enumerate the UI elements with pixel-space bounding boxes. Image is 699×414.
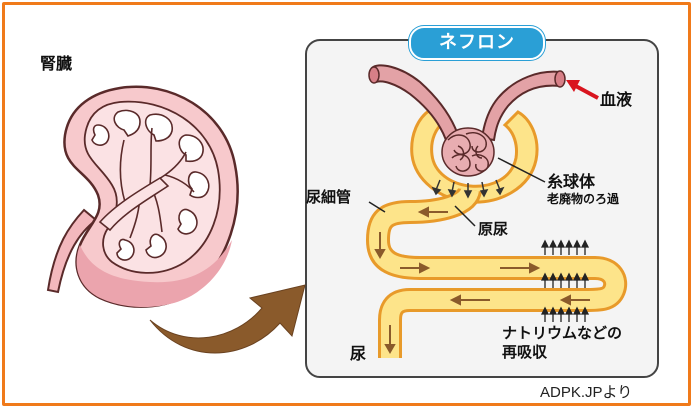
label-tubule: 尿細管	[306, 186, 351, 207]
vessel-end-left	[369, 67, 379, 83]
label-blood: 血液	[600, 86, 632, 110]
kidney-illustration	[48, 87, 238, 307]
label-urine: 尿	[350, 340, 366, 364]
glomerulus	[442, 128, 494, 176]
label-reabsorption-2: 再吸収	[502, 341, 547, 362]
vessel-end-right	[555, 71, 565, 87]
title-nephron: ネフロン	[409, 26, 545, 60]
label-filtration: 老廃物のろ過	[547, 190, 619, 207]
label-primary-urine: 原尿	[478, 218, 508, 239]
credit-text: ADPK.JPより	[540, 381, 632, 402]
label-reabsorption-1: ナトリウムなどの	[502, 322, 622, 343]
label-kidney: 腎臓	[40, 50, 72, 74]
label-glomerulus: 糸球体	[547, 168, 595, 192]
